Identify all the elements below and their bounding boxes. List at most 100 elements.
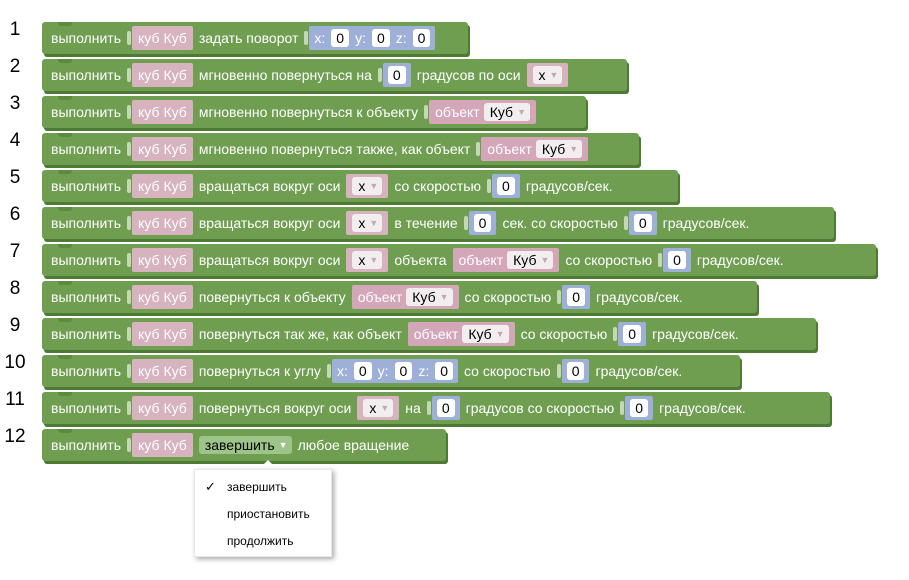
axis-input[interactable]: x▼ xyxy=(346,248,389,272)
y-field[interactable]: 0 xyxy=(371,29,390,47)
menu-item-finish[interactable]: завершить xyxy=(227,480,287,494)
axis-dropdown[interactable]: x▼ xyxy=(352,214,383,232)
object-dropdown[interactable]: Куб▼ xyxy=(462,325,509,343)
speed-input[interactable]: 0 xyxy=(618,322,647,346)
object-dropdown[interactable]: Куб▼ xyxy=(406,288,453,306)
degrees-input[interactable]: 0 xyxy=(382,63,411,87)
axis-dropdown[interactable]: x▼ xyxy=(352,177,383,195)
speed-input[interactable]: 0 xyxy=(561,359,590,383)
object-dropdown[interactable]: Куб▼ xyxy=(483,103,530,121)
object-dropdown[interactable]: Куб▼ xyxy=(535,140,583,158)
speed-field[interactable]: 0 xyxy=(633,214,652,232)
input-connector xyxy=(620,401,625,415)
object-label: объект xyxy=(458,252,504,268)
dropdown-arrow-icon: ▼ xyxy=(380,403,390,413)
speed-input[interactable]: 0 xyxy=(492,174,520,198)
cube-name: Куб xyxy=(163,178,187,194)
menu-item-pause[interactable]: приостановить xyxy=(227,507,310,521)
axis-input[interactable]: x▼ xyxy=(346,211,389,235)
y-field[interactable]: 0 xyxy=(394,362,413,380)
axis-dropdown[interactable]: x▼ xyxy=(363,399,394,417)
cube-name: Куб xyxy=(163,141,187,157)
cube-label: куб xyxy=(138,104,160,120)
x-field[interactable]: 0 xyxy=(331,29,350,47)
vector-input[interactable]: x:0 y:0 z:0 xyxy=(331,359,458,383)
object-label: объект xyxy=(487,141,532,157)
z-field[interactable]: 0 xyxy=(412,29,431,47)
axis-input[interactable]: x▼ xyxy=(346,174,389,198)
cube-name: Куб xyxy=(163,400,187,416)
speed-field[interactable]: 0 xyxy=(497,177,515,195)
speed-field[interactable]: 0 xyxy=(668,251,686,269)
degrees-field[interactable]: 0 xyxy=(387,66,406,84)
line-number: 9 xyxy=(9,315,21,336)
dropdown-arrow-icon: ▼ xyxy=(549,70,559,80)
input-connector xyxy=(424,105,429,119)
execute-label: выполнить xyxy=(51,363,121,379)
seconds-input[interactable]: 0 xyxy=(468,211,497,235)
input-connector xyxy=(658,253,663,267)
speed-input[interactable]: 0 xyxy=(663,248,691,272)
seconds-field[interactable]: 0 xyxy=(473,214,492,232)
speed-field[interactable]: 0 xyxy=(623,325,642,343)
axis-dropdown[interactable]: x▼ xyxy=(352,251,383,269)
speed-input[interactable]: 0 xyxy=(628,211,657,235)
cube-name: Куб xyxy=(163,252,187,268)
speed-field[interactable]: 0 xyxy=(630,399,649,417)
speed-input[interactable]: 0 xyxy=(562,285,591,309)
axis-input[interactable]: x▼ xyxy=(357,396,400,420)
degrees-input[interactable]: 0 xyxy=(431,396,460,420)
object-value: Куб xyxy=(412,289,436,305)
unit-label: градусов/сек. xyxy=(595,363,683,379)
x-label: x: xyxy=(336,363,348,379)
degrees-field[interactable]: 0 xyxy=(436,399,455,417)
input-connector xyxy=(557,290,562,304)
menu-item-resume[interactable]: продолжить xyxy=(227,534,294,548)
speed-field[interactable]: 0 xyxy=(567,288,586,306)
z-field[interactable]: 0 xyxy=(435,362,453,380)
x-field[interactable]: 0 xyxy=(353,362,372,380)
execute-label: выполнить xyxy=(51,141,121,157)
action-label: повернуться к углу xyxy=(198,363,321,379)
action-label: вращаться вокруг оси xyxy=(198,252,341,268)
action-label: мгновенно повернуться к объекту xyxy=(198,104,419,120)
vector-input[interactable]: x:0 y:0 z:0 xyxy=(309,26,436,50)
speed-input[interactable]: 0 xyxy=(625,396,654,420)
axis-dropdown[interactable]: x▼ xyxy=(532,66,563,84)
axis-input[interactable]: x▼ xyxy=(526,63,569,87)
object-dropdown[interactable]: Куб▼ xyxy=(507,251,554,269)
speed-field[interactable]: 0 xyxy=(566,362,585,380)
input-connector xyxy=(476,142,481,156)
mode-dropdown[interactable]: завершить▼ xyxy=(198,436,292,454)
action-label: вращаться вокруг оси xyxy=(198,178,341,194)
